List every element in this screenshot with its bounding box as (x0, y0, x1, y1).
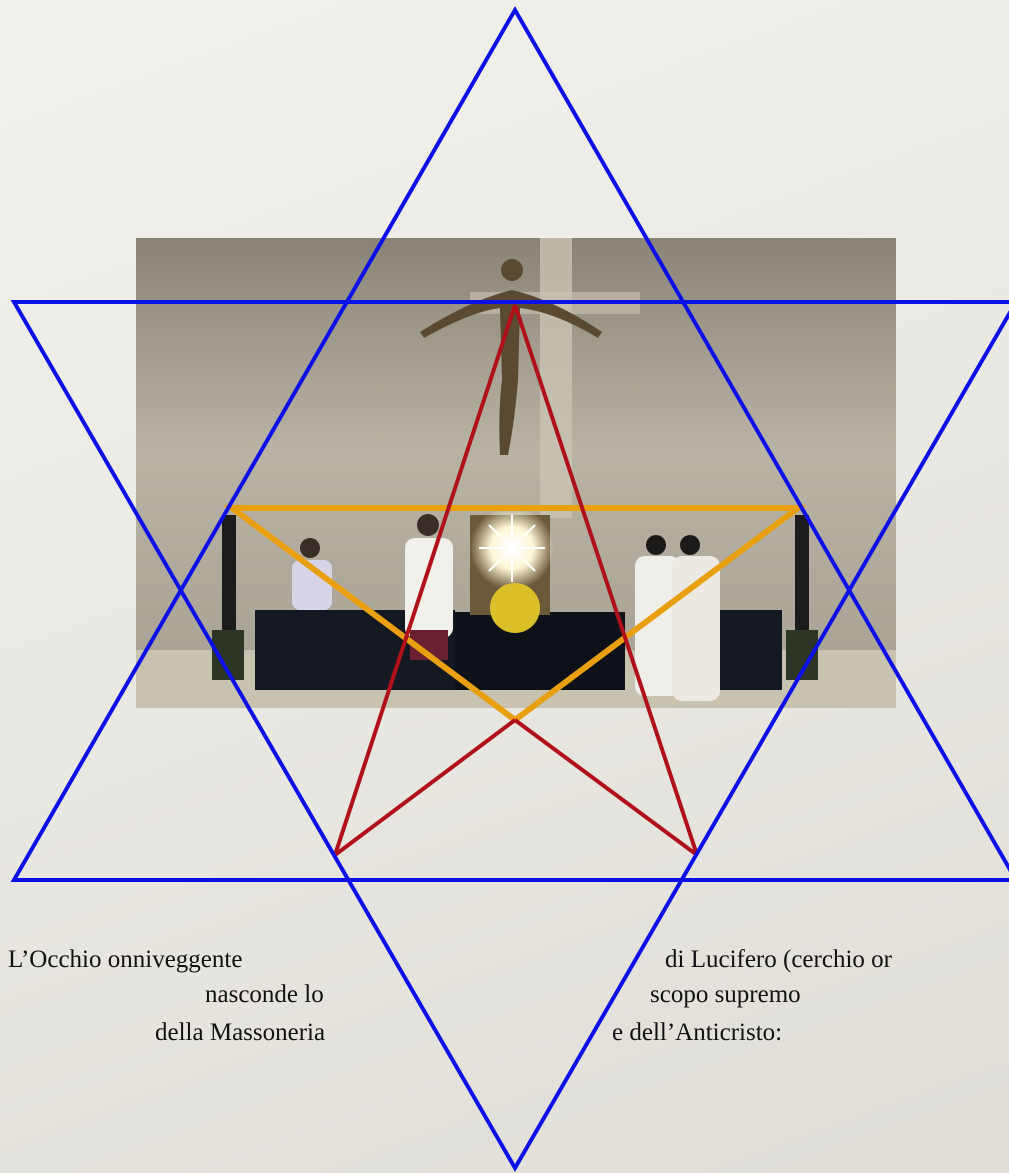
altar-table-center (455, 612, 625, 690)
caption-left-line1: L’Occhio onniveggente (8, 945, 242, 975)
candle-left (222, 515, 236, 645)
caption-left-line2: nasconde lo (205, 980, 324, 1010)
caption-right-line2: scopo supremo (650, 980, 801, 1010)
central-gold-circle (490, 583, 540, 633)
caption-right-line3: e dell’Anticristo: (612, 1018, 782, 1048)
candle-right (795, 515, 809, 645)
red-star-line (515, 720, 697, 855)
caption-right-line1: di Lucifero (cerchio or (665, 945, 892, 975)
red-star-line (335, 720, 515, 855)
cross-vertical (540, 238, 572, 518)
caption-left-line3: della Massoneria (155, 1018, 325, 1048)
altar-table-right (717, 610, 782, 690)
